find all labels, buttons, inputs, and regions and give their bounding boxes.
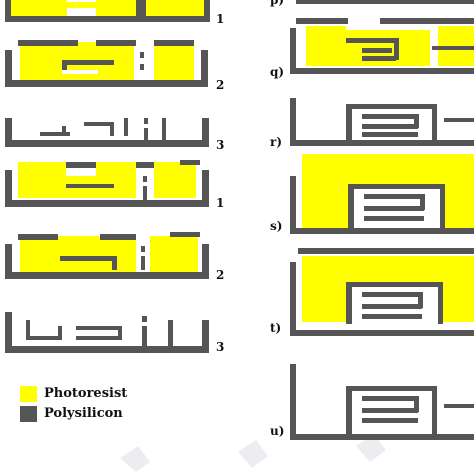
step-label-left-1: 1 (216, 12, 225, 26)
step-label-left-3: 3 (216, 138, 225, 152)
panel-left-1 (5, 0, 210, 22)
panel-left-2 (5, 40, 208, 87)
panel-left-6 (5, 312, 209, 353)
legend-label-polysilicon: Polysilicon (44, 406, 123, 421)
step-label-left-2: 2 (216, 78, 225, 92)
step-label-right-q: q) (270, 65, 285, 79)
panel-left-5 (5, 232, 209, 279)
panel-right-t (290, 248, 474, 336)
panel-left-3 (5, 118, 209, 147)
watermark (120, 434, 386, 472)
legend-label-photoresist: Photoresist (44, 386, 128, 401)
step-label-right-t: t) (270, 321, 282, 335)
step-label-right-s: s) (270, 219, 283, 233)
panel-right-p (296, 0, 474, 4)
panel-left-4 (5, 160, 209, 207)
panel-right-s (290, 154, 474, 234)
panel-right-u (290, 364, 474, 440)
legend-swatch-polysilicon (20, 406, 37, 422)
step-label-right-u: u) (270, 424, 285, 438)
step-label-left-6: 3 (216, 340, 225, 354)
panel-right-q (290, 18, 474, 74)
step-label-right-p: p) (270, 0, 285, 7)
legend-swatch-photoresist (20, 386, 37, 402)
panel-right-r (290, 98, 474, 146)
step-label-left-5: 2 (216, 268, 225, 282)
step-label-right-r: r) (270, 135, 282, 149)
step-label-left-4: 1 (216, 196, 225, 210)
